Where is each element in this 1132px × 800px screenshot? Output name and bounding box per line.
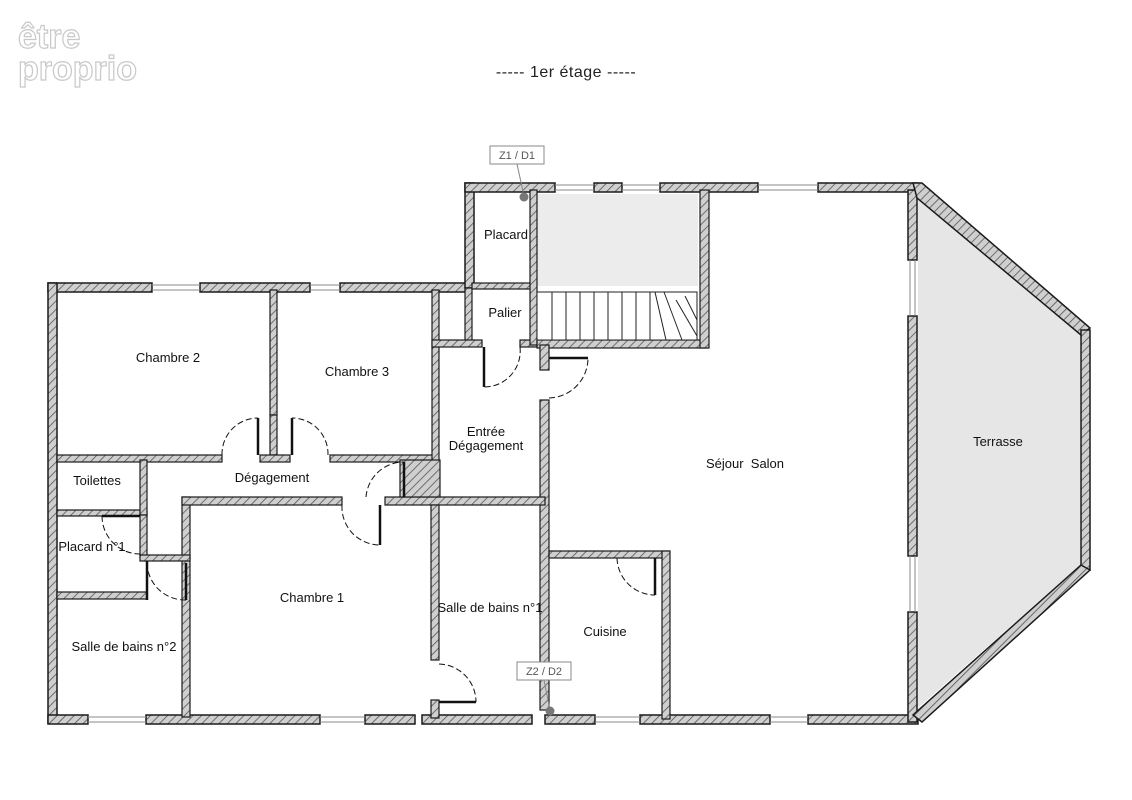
marker-z1-label: Z1 / D1 [499,150,535,162]
room-label-toilettes: Toilettes [73,473,121,488]
room-label-entree: Entrée [467,424,505,439]
floor-title: ----- 1er étage ----- [495,64,637,81]
room-label-placard-1: Placard n°1 [58,539,125,554]
door-swings [101,346,656,703]
room-label-placard: Placard [484,227,528,242]
stair-area [536,194,698,286]
terrace-walls [911,182,1092,723]
room-label-salle-de-bains-1: Salle de bains n°1 [438,600,543,615]
room-label-degagement: Dégagement [235,470,310,485]
interior-walls [56,189,710,720]
etre-proprio-logo: être proprio [18,18,138,88]
room-label-terrasse: Terrasse [973,434,1023,449]
room-label-salle-de-bains-2: Salle de bains n°2 [72,639,177,654]
terrace-area [918,200,1080,708]
exterior-walls [47,182,919,725]
room-label-sejour-salon: Séjour Salon [706,456,784,471]
logo-line-2: proprio [18,50,137,88]
windows [88,184,916,723]
room-label-chambre-2: Chambre 2 [136,350,200,365]
marker-z2: Z2 / D2 [516,661,572,716]
room-label-chambre-3: Chambre 3 [325,364,389,379]
marker-z1: Z1 / D1 [489,145,545,202]
room-label-palier: Palier [488,305,522,320]
room-label-chambre-1: Chambre 1 [280,590,344,605]
room-label-cuisine: Cuisine [583,624,626,639]
staircase [536,291,698,341]
room-label-entree-degagement: Dégagement [449,438,524,453]
logo-line-1: être [18,18,80,56]
marker-z2-label: Z2 / D2 [526,666,562,678]
